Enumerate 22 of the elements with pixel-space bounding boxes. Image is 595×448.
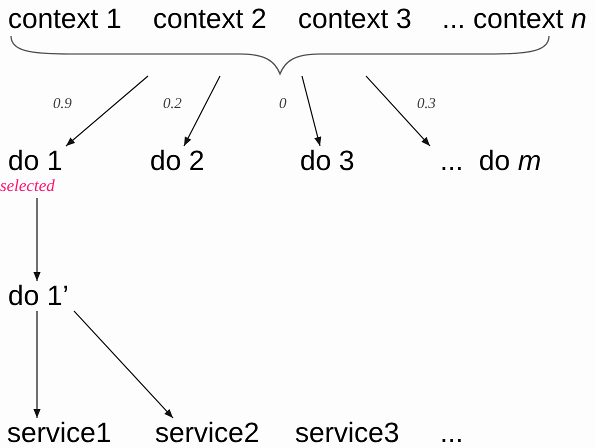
annotation-text: selected bbox=[0, 176, 55, 196]
node-label: context 1 bbox=[8, 4, 122, 34]
node-label: context 3 bbox=[298, 4, 412, 34]
node-label: do 2 bbox=[150, 146, 204, 176]
arrow bbox=[301, 76, 322, 146]
node-label: ... context n bbox=[442, 4, 587, 34]
ellipsis-text: ... bbox=[440, 418, 464, 448]
node-label: do 1’ bbox=[8, 281, 69, 311]
arrow bbox=[74, 310, 174, 418]
node-label: do 3 bbox=[300, 146, 354, 176]
arrow bbox=[33, 198, 41, 281]
node-label: service3 bbox=[295, 418, 400, 448]
node-label: ... do m bbox=[440, 146, 542, 176]
node-label: context 2 bbox=[153, 4, 267, 34]
brace-drawing bbox=[10, 36, 550, 76]
node-label: do 1 bbox=[7, 146, 62, 176]
arrow bbox=[366, 76, 430, 146]
node-label: service2 bbox=[155, 418, 260, 448]
arrow bbox=[66, 76, 148, 146]
arrow bbox=[33, 311, 41, 418]
node-label: service1 bbox=[7, 418, 112, 448]
arrow bbox=[183, 76, 221, 146]
